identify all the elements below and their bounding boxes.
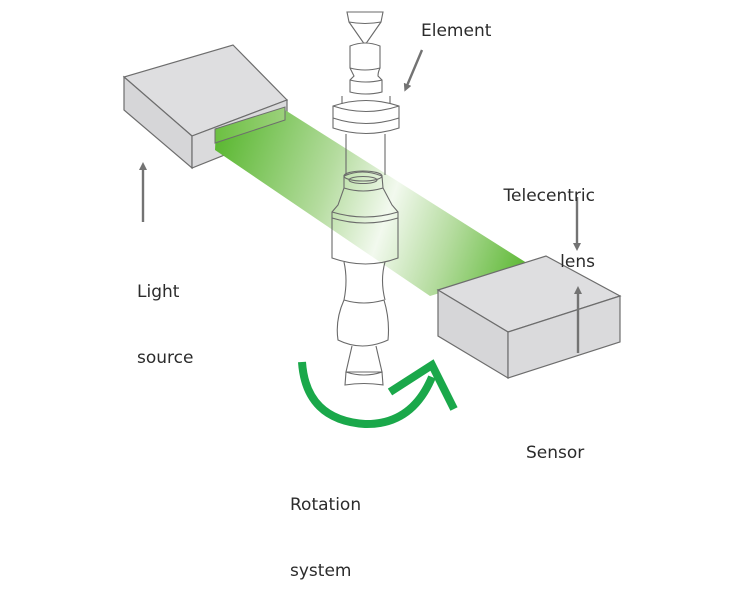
rotation-arrow-icon xyxy=(298,359,458,429)
sensor-label: Sensor xyxy=(526,443,585,463)
element-pointer-arrow xyxy=(403,49,424,92)
light-source-label: Light source xyxy=(137,237,193,391)
telecentric-lens-label-line1: Telecentric xyxy=(503,186,595,206)
sensor-box xyxy=(436,255,622,380)
sensor-front-face xyxy=(507,295,621,379)
light-beam xyxy=(215,110,530,296)
telecentric-lens-label: Telecentric lens xyxy=(480,141,595,295)
light-slot xyxy=(214,106,286,144)
telecentric-lens-label-line2: lens xyxy=(560,252,595,272)
light-source-label-line1: Light xyxy=(137,282,180,302)
rotation-system-label-line2: system xyxy=(290,561,352,581)
element-specimen xyxy=(331,11,400,386)
rotation-system-label-line1: Rotation xyxy=(290,495,362,515)
measurement-diagram xyxy=(122,11,622,429)
light-source-label-line2: source xyxy=(137,348,194,368)
rotation-system-label: Rotation system xyxy=(290,450,361,604)
element-label: Element xyxy=(421,21,492,41)
